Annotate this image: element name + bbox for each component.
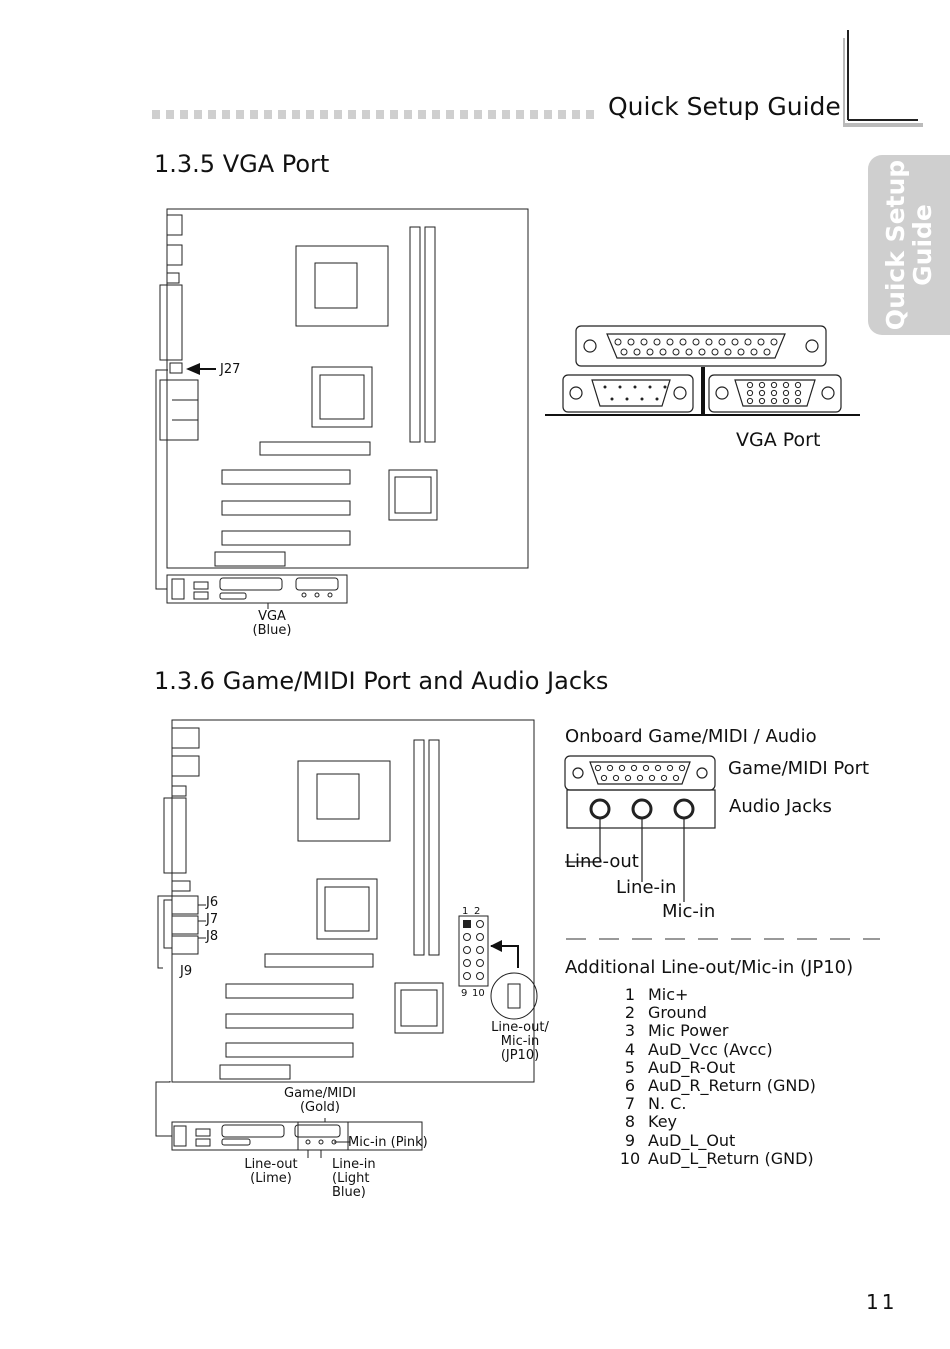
side-tab-label-1: Quick Setup: [881, 159, 910, 331]
pin-num: 8: [624, 1112, 636, 1132]
game-midi-audio-illustration: [564, 755, 716, 902]
j9-label: J9: [180, 964, 193, 979]
vga-blue-label: VGA (Blue): [248, 610, 296, 638]
motherboard-diagram-vga: [155, 208, 529, 609]
line-in-blue-label: Line-in (Light Blue): [332, 1158, 404, 1200]
vga-port-caption: VGA Port: [736, 429, 821, 451]
header-pin-10-label: 10: [472, 988, 485, 999]
game-midi-port-label: Game/MIDI Port: [728, 758, 870, 779]
pin-num: 4: [624, 1039, 636, 1059]
section-title-game-midi: 1.3.6 Game/MIDI Port and Audio Jacks: [154, 667, 609, 695]
pin-name: Ground: [648, 1003, 707, 1023]
j7-label: J7: [206, 912, 219, 927]
vga-color-label: (Blue): [252, 623, 292, 638]
pin-num: 10: [619, 1148, 641, 1168]
mic-in-pink-label: Mic-in (Pink): [348, 1135, 428, 1150]
pin-num: 2: [624, 1003, 636, 1023]
vga-label: VGA: [258, 609, 286, 624]
pin-row: 1 Mic+: [612, 985, 816, 1004]
pin-name: N. C.: [648, 1094, 687, 1114]
line-out-lime-label: Line-out (Lime): [240, 1158, 302, 1186]
line-in-label: Line-in: [616, 877, 677, 898]
jp10-label-1: Line-out/: [491, 1020, 549, 1035]
pin-name: AuD_R-Out: [648, 1057, 736, 1077]
jp10-label-3: (JP10): [500, 1048, 540, 1063]
pin-row: 2 Ground: [612, 1004, 816, 1022]
game-midi-gold-1: Game/MIDI: [284, 1086, 356, 1101]
jp10-label-2: Mic-in: [500, 1034, 540, 1049]
pin-row: 7 N. C.: [612, 1095, 816, 1113]
mic-in-label: Mic-in: [662, 901, 716, 922]
pin-name: Mic Power: [648, 1021, 729, 1041]
jp10-pin-list: 1 Mic+ 2 Ground 3 Mic Power 4 AuD_Vcc (Avcc)…: [612, 985, 816, 1168]
pin-num: 1: [624, 985, 636, 1004]
header-dot-rule: [152, 110, 600, 119]
line-out-lime-2: (Lime): [250, 1171, 292, 1186]
rear-ports-vga-illustration: [545, 325, 860, 416]
pin-row: 5 AuD_R-Out: [612, 1057, 816, 1077]
header-pin-1-label: 1: [462, 906, 469, 917]
pin-row: 3 Mic Power: [612, 1022, 816, 1040]
side-tab-label-2: Guide: [908, 204, 937, 286]
line-out-lime-1: Line-out: [244, 1157, 298, 1172]
pin-name: AuD_Vcc (Avcc): [648, 1039, 773, 1059]
jp10-label: Line-out/ Mic-in (JP10): [490, 1021, 550, 1063]
onboard-title: Onboard Game/MIDI / Audio: [565, 726, 817, 747]
pin-row: 10 AuD_L_Return (GND): [612, 1148, 816, 1168]
pin-row: 6 AuD_R_Return (GND): [612, 1076, 816, 1096]
line-in-blue-2: (Light Blue): [332, 1171, 370, 1200]
game-midi-gold-label: Game/MIDI (Gold): [280, 1087, 360, 1115]
section-title-vga: 1.3.5 VGA Port: [154, 150, 330, 178]
pin-row: 8 Key: [612, 1113, 816, 1131]
pin-row: 4 AuD_Vcc (Avcc): [612, 1039, 816, 1059]
pin-num: 7: [624, 1094, 636, 1114]
corner-bracket: [843, 30, 923, 127]
pin-name: Mic+: [648, 985, 689, 1004]
header-pin-9-label: 9: [461, 988, 468, 999]
pin-name: Key: [648, 1112, 678, 1132]
audio-jacks-label: Audio Jacks: [729, 796, 832, 817]
jp10-title: Additional Line-out/Mic-in (JP10): [565, 957, 854, 978]
pin-num: 9: [624, 1130, 636, 1150]
pin-row: 9 AuD_L_Out: [612, 1130, 816, 1150]
pin-num: 6: [624, 1076, 636, 1096]
game-midi-gold-2: (Gold): [299, 1100, 341, 1115]
page-number: 11: [866, 1290, 898, 1314]
pin-num: 5: [624, 1057, 636, 1077]
motherboard-diagram-audio: [155, 719, 538, 1158]
header-pin-2-label: 2: [474, 906, 481, 917]
pin-name: AuD_L_Out: [648, 1130, 736, 1150]
pin-name: AuD_R_Return (GND): [648, 1076, 816, 1096]
j27-label: J27: [220, 362, 241, 377]
line-in-blue-1: Line-in: [332, 1157, 376, 1172]
line-out-label: Line-out: [565, 851, 639, 872]
divider-dashed: [566, 938, 880, 940]
j8-label: J8: [206, 929, 219, 944]
page-header-title: Quick Setup Guide: [608, 92, 841, 121]
j6-label: J6: [206, 895, 219, 910]
pin-num: 3: [624, 1021, 636, 1041]
pin-name: AuD_L_Return (GND): [648, 1148, 814, 1168]
